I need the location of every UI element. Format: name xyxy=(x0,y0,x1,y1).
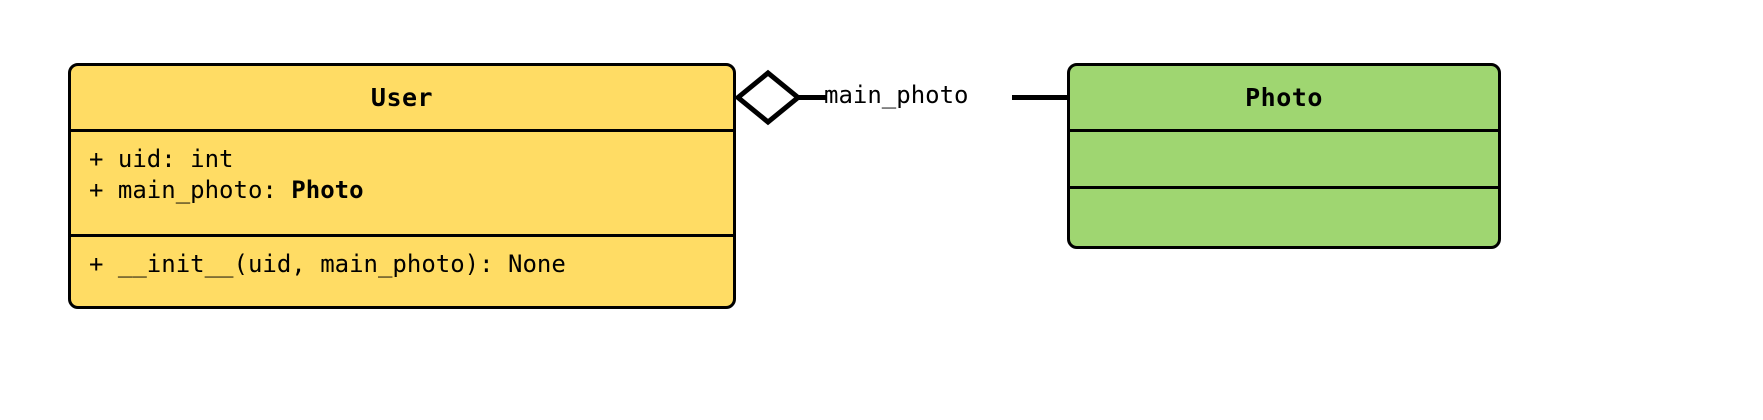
attribute-text-uid: + uid: int xyxy=(89,145,234,173)
attribute-row: + uid: int xyxy=(89,144,715,175)
association-role-label: main_photo xyxy=(824,81,969,109)
class-name-user: User xyxy=(370,83,434,112)
attribute-text-main-photo: + main_photo: xyxy=(89,176,292,204)
class-methods-compartment-photo xyxy=(1070,189,1498,246)
class-attributes-compartment-user: + uid: int + main_photo: Photo xyxy=(71,132,733,237)
class-title-compartment-photo: Photo xyxy=(1070,66,1498,132)
method-row: + __init__(uid, main_photo): None xyxy=(89,249,715,280)
method-text-init: + __init__(uid, main_photo): None xyxy=(89,250,566,278)
class-methods-compartment-user: + __init__(uid, main_photo): None xyxy=(71,237,733,306)
class-box-photo[interactable]: Photo xyxy=(1067,63,1501,249)
attribute-row: + main_photo: Photo xyxy=(89,175,715,206)
class-box-user[interactable]: User + uid: int + main_photo: Photo + __… xyxy=(68,63,736,309)
hollow-diamond-icon xyxy=(734,69,802,126)
class-title-compartment-user: User xyxy=(71,66,733,132)
class-attributes-compartment-photo xyxy=(1070,132,1498,189)
class-name-photo: Photo xyxy=(1245,83,1323,112)
attribute-type-main-photo: Photo xyxy=(291,176,364,204)
